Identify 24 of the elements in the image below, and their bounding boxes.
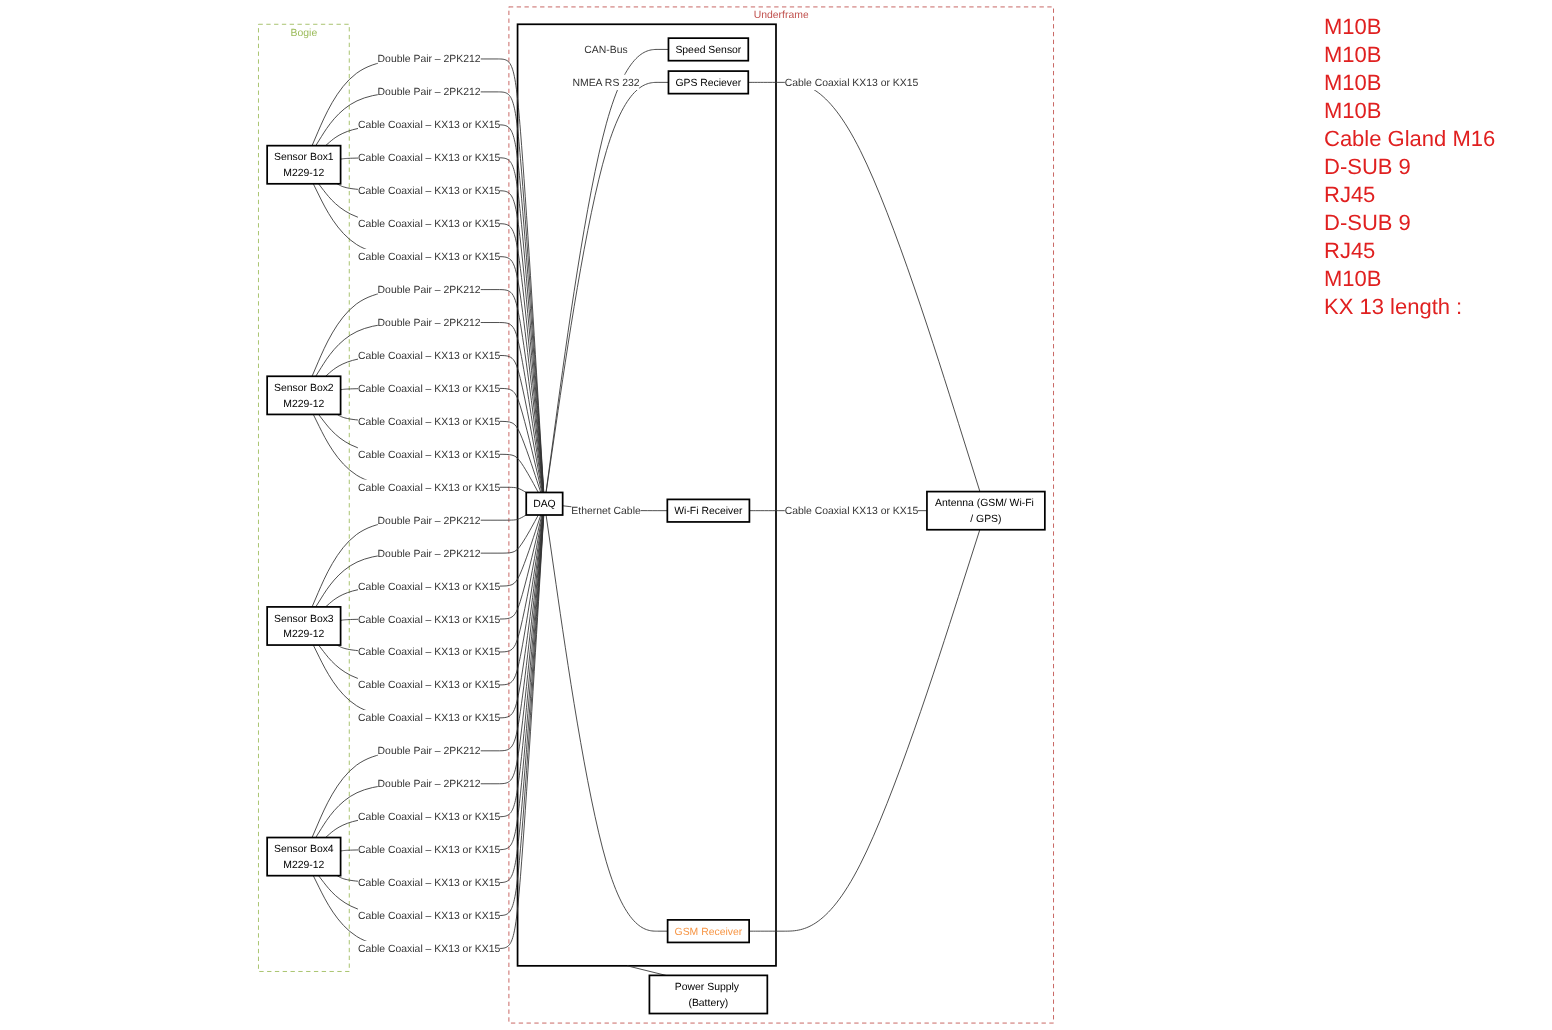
- connector-label: M10B: [1324, 72, 1384, 96]
- connector: [311, 289, 544, 493]
- connector: [336, 514, 543, 653]
- connector-label: M10B: [1324, 100, 1384, 124]
- connector: [545, 514, 669, 932]
- connector-label: D-SUB 9: [1324, 156, 1413, 180]
- connector-label: D-SUB 9: [1324, 212, 1413, 236]
- connector: [626, 965, 667, 976]
- connector: [325, 355, 543, 493]
- connector: [312, 514, 544, 719]
- connector-label: RJ45: [1324, 184, 1378, 208]
- connector-label: KX 13 length :: [1324, 296, 1465, 320]
- connector-label: M10B: [1324, 268, 1384, 292]
- connector: [315, 322, 544, 493]
- cluster: [516, 23, 777, 967]
- connector-label: Cable Gland M16: [1324, 128, 1498, 152]
- connector-label: M10B: [1324, 44, 1384, 68]
- connector: [747, 81, 981, 493]
- connector-label: M10B: [1324, 16, 1384, 40]
- connector: [340, 514, 543, 621]
- connector-label: RJ45: [1324, 240, 1378, 264]
- connector: [318, 514, 544, 686]
- connector: [340, 388, 543, 493]
- connector: [748, 529, 981, 932]
